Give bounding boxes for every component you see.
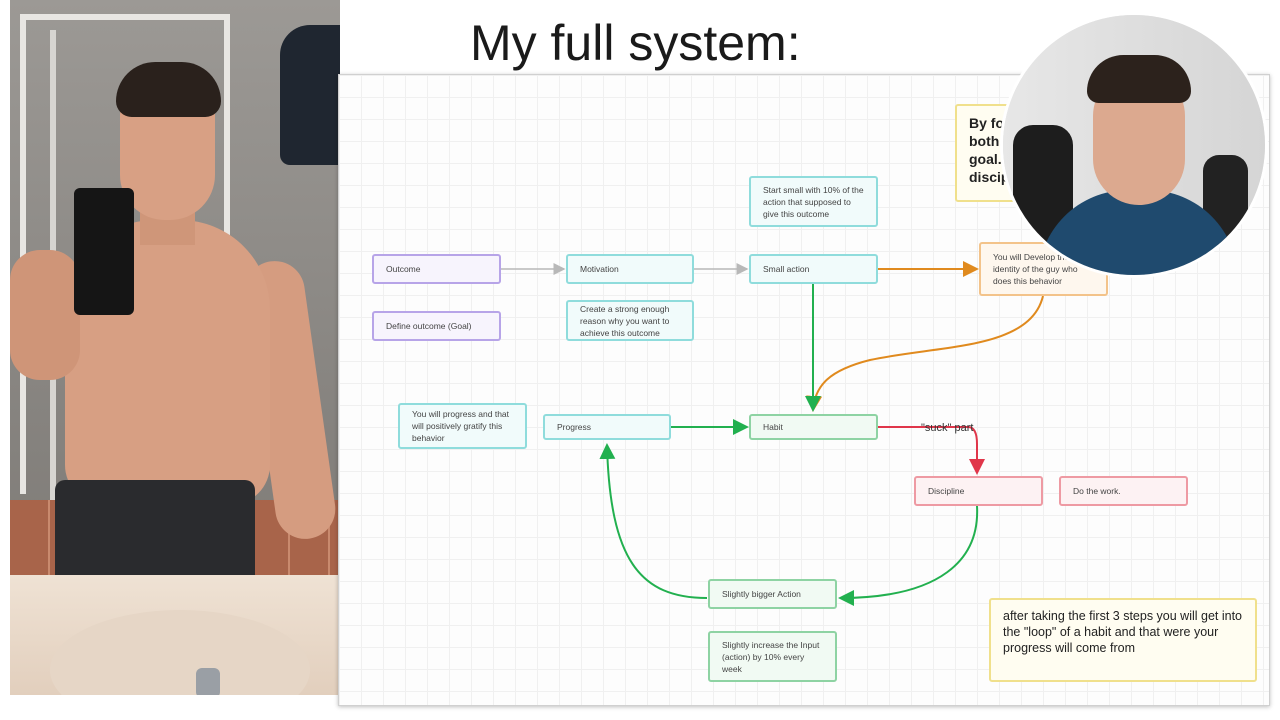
node-progress-note[interactable]: You will progress and that will positive…: [398, 403, 527, 449]
note-bottom-right[interactable]: after taking the first 3 steps you will …: [989, 598, 1257, 682]
edge-habit-discipline: [878, 426, 985, 475]
page-title: My full system:: [470, 15, 801, 71]
node-bigger-action[interactable]: Slightly bigger Action: [708, 579, 837, 609]
node-outcome[interactable]: Outcome: [372, 254, 501, 284]
node-do-the-work[interactable]: Do the work.: [1059, 476, 1188, 506]
node-small-action[interactable]: Small action: [749, 254, 878, 284]
edge-bigger-action-progress: [599, 443, 708, 599]
node-discipline[interactable]: Discipline: [914, 476, 1043, 506]
edge-label-suck-part: "suck" part: [921, 422, 974, 434]
node-start-small[interactable]: Start small with 10% of the action that …: [749, 176, 878, 227]
edge-discipline-bigger-action: [838, 505, 979, 606]
node-habit[interactable]: Habit: [749, 414, 878, 440]
node-progress[interactable]: Progress: [543, 414, 671, 440]
phone-in-hand: [74, 188, 134, 315]
webcam-bubble: [1000, 12, 1268, 278]
edge-identity-habit: [806, 295, 1044, 412]
selfie-photo: [10, 0, 340, 695]
node-define-outcome[interactable]: Define outcome (Goal): [372, 311, 501, 341]
node-motivation-note[interactable]: Create a strong enough reason why you wa…: [566, 300, 694, 341]
node-motivation[interactable]: Motivation: [566, 254, 694, 284]
node-increase-input[interactable]: Slightly increase the Input (action) by …: [708, 631, 837, 682]
